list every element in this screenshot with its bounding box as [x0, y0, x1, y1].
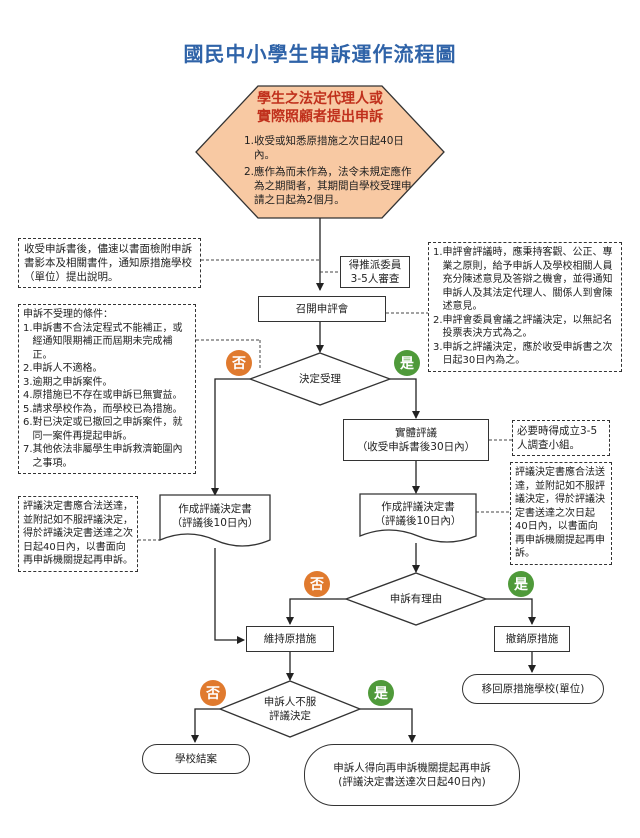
start-items: 1.收受或知悉原措施之次日起40日內。 2.應作為而未作為，法令未規定應作為之期… [244, 134, 412, 207]
merit-yes-badge: 是 [508, 571, 534, 597]
note-reject-item: 7.其他依法非屬學生申訴救濟範圍內之事項。 [23, 444, 183, 469]
start-heading: 學生之法定代理人或 實際照顧者提出申訴 [257, 91, 383, 125]
appoint-box: 得推派委員 3-5人審查 [340, 256, 410, 288]
accept-yes-badge: 是 [394, 350, 420, 376]
end-reappeal-box: 申訴人得向再申訴機關提起再申訴 (評議決定書送達次日起40日內) [304, 744, 520, 806]
decision-left-shape [159, 494, 271, 547]
page-title: 國民中小學生申訴運作流程圖 [183, 42, 457, 66]
substantive-box: 實體評議 （收受申訴書後30日內） [343, 419, 489, 461]
note-right-appeal: 評議決定書應合法送達，並附記如不服評議決定，得於評議決定書送達之次日起40日內，… [510, 462, 612, 565]
note-review-item: 1.申評會評議時，應秉持客觀、公正、專業之原則，給予申訴人及學校相關人員充分陳述… [433, 247, 613, 312]
note-review-item: 3.申訴之評議決定，應於收受申訴書之次日起30日內為之。 [433, 341, 613, 367]
note-panel: 必要時得成立3-5人調查小組。 [512, 420, 610, 456]
note-reject-item: 3.逾期之申訴案件。 [23, 376, 113, 388]
note-reject-item: 6.對已決定或已撤回之申訴案件，就同一案件再提起申訴。 [23, 417, 183, 442]
note-reject-item: 1.申訴書不合法定程式不能補正，或經通知限期補正而屆期未完成補正。 [23, 322, 183, 361]
revoke-box: 撤銷原措施 [494, 626, 570, 652]
start-item2: 應作為而未作為，法令未規定應作為之期間者，其期間自學校受理申請之日起為2個月。 [254, 166, 412, 206]
accept-label: 決定受理 [299, 373, 341, 385]
dissatisfied-diamond [218, 680, 362, 738]
note-left-appeal: 評議決定書應合法送達，並附記如不服評議決定，得於評議決定書送達之次日起40日內，… [18, 496, 138, 572]
dissatisfied-label: 申訴人不服 評議決定 [263, 696, 317, 722]
note-reject: 申訴不受理的條件： 1.申訴書不合法定程式不能補正，或經通知限期補正而屆期未完成… [18, 304, 196, 474]
note-reject-item: 5.請求學校作為，而學校已為措施。 [23, 403, 183, 415]
decision-right-shape [359, 493, 477, 543]
note-reject-item: 4.原措施已不存在或申訴已無實益。 [23, 390, 183, 401]
accept-no-badge: 否 [226, 350, 252, 376]
decision-left-text: 作成評議決定書 （評議後10日內） [171, 503, 259, 529]
start-item1-num: 1. [244, 135, 255, 147]
merit-diamond [344, 572, 488, 626]
dissatisfied-yes-badge: 是 [368, 680, 394, 706]
merit-no-badge: 否 [304, 571, 330, 597]
note-reject-heading: 申訴不受理的條件： [23, 309, 113, 320]
accept-diamond [248, 352, 392, 406]
meeting-box: 召開申評會 [258, 296, 386, 322]
transfer-box: 移回原措施學校(單位) [462, 674, 604, 704]
merit-label: 申訴有理由 [389, 593, 443, 605]
start-hexagon [195, 85, 445, 219]
maintain-box: 維持原措施 [246, 626, 334, 652]
start-item2-num: 2. [244, 166, 255, 178]
note-review: 1.申評會評議時，應秉持客觀、公正、專業之原則，給予申訴人及學校相關人員充分陳述… [428, 242, 622, 372]
decision-right-text: 作成評議決定書 （評議後10日內） [374, 501, 462, 527]
note-receive: 收受申訴書後，儘速以書面檢附申訴書影本及相關書件，通知原措施學校（單位）提出說明… [18, 238, 201, 288]
start-item1: 收受或知悉原措施之次日起40日內。 [254, 135, 404, 161]
dissatisfied-no-badge: 否 [200, 680, 226, 706]
end-school-box: 學校結案 [142, 744, 250, 774]
note-review-item: 2.申評會委員會議之評議決定，以無記名投票表決方式為之。 [433, 314, 613, 340]
note-reject-item: 2.申訴人不適格。 [23, 363, 103, 374]
